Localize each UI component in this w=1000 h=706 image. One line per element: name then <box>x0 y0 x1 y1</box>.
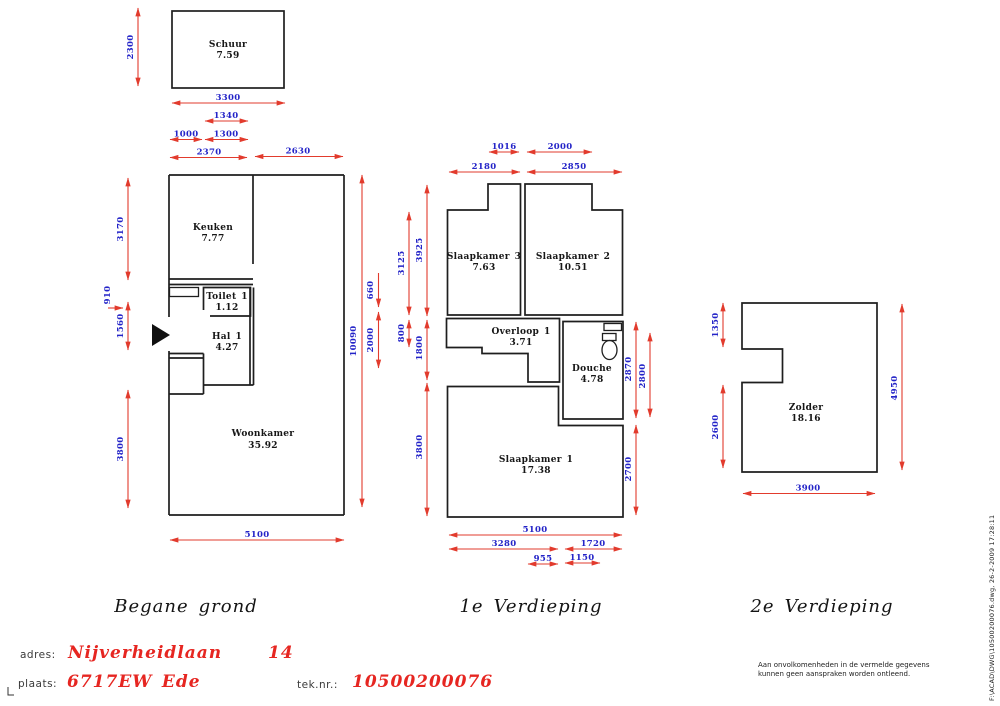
dim-ground-5100: 5100 <box>245 530 270 540</box>
dim-first-1800: 1800 <box>415 336 425 361</box>
room-area-slaapkamer2: 10.51 <box>558 263 588 273</box>
room-area-zolder: 18.16 <box>791 414 821 424</box>
overloop-outline <box>445 317 561 383</box>
dim-first-3925: 3925 <box>415 238 425 263</box>
room-area-overloop: 3.71 <box>509 338 532 348</box>
dim-ground-660: 660 <box>366 281 376 300</box>
room-area-schuur: 7.59 <box>216 51 239 61</box>
file-stamp: F:\ACAD\DWG\10500200076.dwg, 26-2-2009 1… <box>988 514 996 701</box>
disclaimer-line2: kunnen geen aanspraken worden ontleend. <box>758 670 911 678</box>
schuur-outline <box>171 10 285 89</box>
dim-ground-1000: 1000 <box>174 130 199 140</box>
room-label-toilet: Toilet 1 <box>206 292 248 302</box>
toilet-bowl-icon <box>601 339 618 361</box>
title-begane-grond: Begane grond <box>113 596 257 617</box>
dim-first-1016: 1016 <box>492 142 517 152</box>
room-area-douche: 4.78 <box>580 375 603 385</box>
dim-ground-910: 910 <box>103 286 113 305</box>
adres-label: adres: <box>20 649 56 661</box>
title-1e-verdieping: 1e Verdieping <box>459 596 602 617</box>
room-label-slaapkamer3: Slaapkamer 3 <box>447 252 521 262</box>
room-label-keuken: Keuken <box>193 223 233 233</box>
room-label-hal: Hal 1 <box>212 332 242 342</box>
adres-number-value: 14 <box>268 643 294 663</box>
zolder-outline <box>741 302 878 473</box>
disclaimer-line1: Aan onvolkomenheden in de vermelde gegev… <box>758 661 930 669</box>
dim-ground-3800: 3800 <box>116 437 126 462</box>
plaats-value: 6717EW Ede <box>67 672 201 692</box>
room-label-douche: Douche <box>572 364 612 374</box>
ground-outer-walls <box>168 174 345 516</box>
douche-window <box>603 322 623 332</box>
dim-first-2870: 2870 <box>624 357 634 382</box>
slaapkamer2-outline <box>524 183 624 316</box>
dim-first-2800: 2800 <box>638 364 648 389</box>
dim-ground-3170: 3170 <box>116 217 126 242</box>
entrance-arrow-icon <box>152 324 170 346</box>
dim-first-2850: 2850 <box>562 162 587 172</box>
slaapkamer3-outline <box>446 183 522 316</box>
border-corner-mark <box>7 687 14 696</box>
dim-first-2700: 2700 <box>624 457 634 482</box>
plan-1e-verdieping: Slaapkamer 3 7.63 Slaapkamer 2 10.51 Ove… <box>397 142 653 567</box>
closet-outline <box>168 286 200 298</box>
title-2e-verdieping: 2e Verdieping <box>749 596 893 617</box>
dim-ground-10090: 10090 <box>349 325 359 356</box>
dim-ground-2000: 2000 <box>366 328 376 353</box>
dim-first-5100: 5100 <box>523 525 548 535</box>
dim-second-3900: 3900 <box>796 484 821 494</box>
teknr-value: 10500200076 <box>352 672 494 692</box>
room-area-keuken: 7.77 <box>201 234 224 244</box>
dim-first-2000t: 2000 <box>548 142 573 152</box>
dim-first-3800: 3800 <box>415 435 425 460</box>
douche-outline <box>562 320 624 420</box>
dim-first-1720: 1720 <box>581 539 606 549</box>
dim-first-3125: 3125 <box>397 251 407 276</box>
dim-ground-2630: 2630 <box>286 147 311 157</box>
dim-second-1350: 1350 <box>711 313 721 338</box>
room-label-slaapkamer2: Slaapkamer 2 <box>536 252 610 262</box>
room-label-schuur: Schuur <box>209 40 247 50</box>
dim-ground-2370: 2370 <box>197 148 222 158</box>
room-area-hal: 4.27 <box>215 343 238 353</box>
dim-schuur-height: 2300 <box>126 35 136 60</box>
room-area-toilet: 1.12 <box>215 303 238 313</box>
disclaimer-text: Aan onvolkomenheden in de vermelde gegev… <box>758 661 950 679</box>
room-label-woonkamer: Woonkamer <box>231 429 295 439</box>
dim-ground-1340: 1340 <box>214 111 239 121</box>
dim-first-800: 800 <box>397 324 407 343</box>
plan-begane-grond: Schuur 7.59 Keuken 7.77 Toilet 1 1.12 Ha… <box>103 7 382 543</box>
plaats-label: plaats: <box>18 678 58 690</box>
room-label-slaapkamer1: Slaapkamer 1 <box>499 455 573 465</box>
dim-first-3280: 3280 <box>492 539 517 549</box>
dim-first-955: 955 <box>534 554 553 564</box>
slaapkamer1-outline <box>446 385 624 518</box>
dim-ground-1560: 1560 <box>116 314 126 339</box>
dim-ground-1300: 1300 <box>214 130 239 140</box>
plan-2e-verdieping: Zolder 18.16 1350 2600 4950 3900 <box>711 302 905 497</box>
hal-walls <box>169 287 255 395</box>
room-label-zolder: Zolder <box>789 403 824 413</box>
keuken-walls <box>169 175 254 286</box>
room-label-overloop: Overloop 1 <box>491 327 550 337</box>
toilet-cistern-icon <box>601 332 617 342</box>
teknr-label: tek.nr.: <box>297 679 338 691</box>
dim-second-4950: 4950 <box>890 376 900 401</box>
room-area-slaapkamer3: 7.63 <box>472 263 495 273</box>
adres-street-value: Nijverheidlaan <box>68 643 223 663</box>
dim-first-1150: 1150 <box>570 553 595 563</box>
dim-schuur-width: 3300 <box>216 93 241 103</box>
room-area-slaapkamer1: 17.38 <box>521 466 551 476</box>
dim-first-2180: 2180 <box>472 162 497 172</box>
dim-second-2600: 2600 <box>711 415 721 440</box>
room-area-woonkamer: 35.92 <box>248 441 278 451</box>
